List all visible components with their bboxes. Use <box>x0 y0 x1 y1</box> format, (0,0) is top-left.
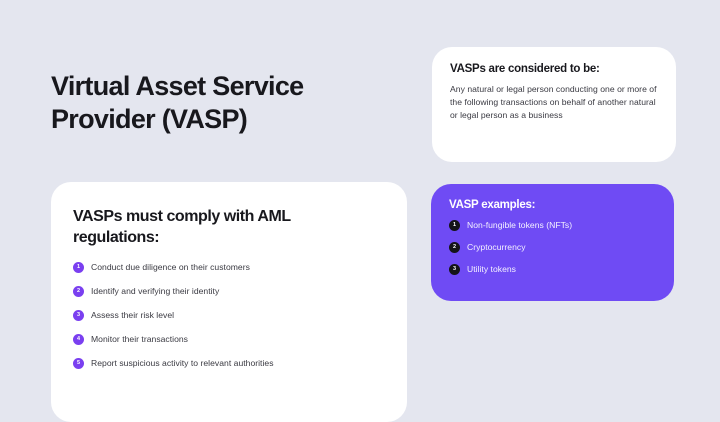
list-item-label: Utility tokens <box>467 264 516 274</box>
list-item-label: Cryptocurrency <box>467 242 526 252</box>
list-item: 1 Conduct due diligence on their custome… <box>73 262 385 273</box>
list-number-badge: 3 <box>449 264 460 275</box>
list-number-badge: 2 <box>449 242 460 253</box>
list-number-badge: 1 <box>449 220 460 231</box>
aml-requirements-list: 1 Conduct due diligence on their custome… <box>73 262 385 369</box>
list-number-badge: 5 <box>73 358 84 369</box>
list-item-label: Conduct due diligence on their customers <box>91 262 250 272</box>
list-item: 2 Cryptocurrency <box>449 242 656 253</box>
list-item-label: Identify and verifying their identity <box>91 286 220 296</box>
list-item-label: Report suspicious activity to relevant a… <box>91 358 274 368</box>
list-number-badge: 1 <box>73 262 84 273</box>
vasp-examples-card: VASP examples: 1 Non-fungible tokens (NF… <box>431 184 674 301</box>
list-item: 5 Report suspicious activity to relevant… <box>73 358 385 369</box>
list-item-label: Assess their risk level <box>91 310 175 320</box>
slide-canvas: Virtual Asset Service Provider (VASP) VA… <box>51 47 676 422</box>
list-number-badge: 2 <box>73 286 84 297</box>
list-item-label: Non-fungible tokens (NFTs) <box>467 220 573 230</box>
examples-card-heading: VASP examples: <box>449 199 536 211</box>
list-number-badge: 3 <box>73 310 84 321</box>
list-item: 3 Assess their risk level <box>73 310 385 321</box>
aml-card-heading: VASPs must comply with AML regulations: <box>73 208 291 246</box>
page-title: Virtual Asset Service Provider (VASP) <box>51 71 304 135</box>
list-item: 3 Utility tokens <box>449 264 656 275</box>
list-item: 4 Monitor their transactions <box>73 334 385 345</box>
aml-compliance-card: VASPs must comply with AML regulations: … <box>51 182 407 422</box>
list-item: 1 Non-fungible tokens (NFTs) <box>449 220 656 231</box>
list-item: 2 Identify and verifying their identity <box>73 286 385 297</box>
list-number-badge: 4 <box>73 334 84 345</box>
list-item-label: Monitor their transactions <box>91 334 189 344</box>
vasp-examples-list: 1 Non-fungible tokens (NFTs) 2 Cryptocur… <box>449 220 656 275</box>
definition-card-heading: VASPs are considered to be: <box>450 63 600 75</box>
definition-card-body: Any natural or legal person conducting o… <box>450 84 657 121</box>
definition-card: VASPs are considered to be: Any natural … <box>432 47 676 162</box>
